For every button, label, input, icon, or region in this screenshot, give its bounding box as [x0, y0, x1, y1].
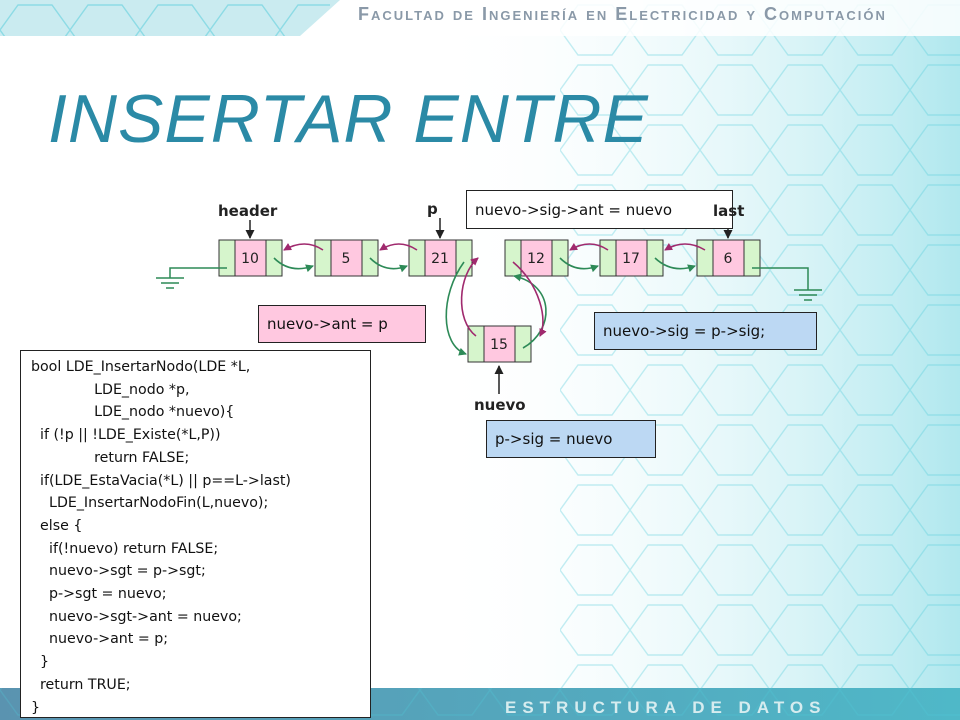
code-line: bool LDE_InsertarNodo(LDE *L, — [31, 359, 251, 375]
course-footer: ESTRUCTURA DE DATOS — [505, 698, 827, 717]
annotation-text: nuevo->ant = p — [267, 315, 388, 333]
node-value: 10 — [241, 251, 259, 267]
code-line: } — [31, 654, 50, 671]
header-label: header — [218, 202, 278, 220]
annotation-psig-nuevo: p->sig = nuevo — [486, 420, 656, 458]
new-node-value: 15 — [490, 337, 508, 353]
list-node-6 — [696, 239, 761, 277]
null-ground-left — [156, 267, 227, 289]
annotation-sig-ant: nuevo->sig->ant = nuevo — [466, 190, 733, 229]
code-line: else { — [31, 517, 83, 534]
annotation-ant-p: nuevo->ant = p — [258, 305, 426, 343]
code-line: return TRUE; — [31, 676, 131, 693]
annotation-sig-psig: nuevo->sig = p->sig; — [594, 312, 817, 350]
node-value: 12 — [527, 251, 545, 267]
annotation-text: nuevo->sig = p->sig; — [603, 322, 766, 340]
nuevo-label: nuevo — [474, 396, 526, 414]
next-pointers — [273, 257, 696, 356]
node-value: 6 — [724, 251, 733, 267]
null-ground-right — [752, 267, 822, 301]
code-line: nuevo->sgt = p->sgt; — [31, 563, 206, 580]
annotation-text: nuevo->sig->ant = nuevo — [475, 200, 673, 219]
code-line: if(!nuevo) return FALSE; — [31, 540, 219, 557]
code-line: if(LDE_EstaVacia(*L) || p==L->last) — [31, 472, 291, 489]
faculty-header: Facultad de Ingeniería en Electricidad y… — [358, 4, 887, 24]
code-line: return FALSE; — [31, 449, 190, 466]
code-listing: bool LDE_InsertarNodo(LDE *L, LDE_nodo *… — [20, 350, 371, 718]
prev-pointers — [283, 242, 706, 337]
p-label: p — [427, 200, 438, 218]
code-line: LDE_nodo *nuevo){ — [31, 404, 235, 421]
list-node-4 — [504, 239, 569, 277]
code-line: LDE_nodo *p, — [31, 381, 190, 398]
code-line: } — [31, 699, 41, 716]
node-value: 21 — [431, 251, 449, 267]
slide-title: INSERTAR ENTRE — [48, 81, 649, 157]
last-label: last — [713, 202, 745, 220]
annotation-text: p->sig = nuevo — [495, 430, 613, 448]
code-line: p->sgt = nuevo; — [31, 586, 167, 603]
code-line: if (!p || !LDE_Existe(*L,P)) — [31, 427, 221, 444]
code-line: nuevo->sgt->ant = nuevo; — [31, 608, 242, 625]
code-line: LDE_InsertarNodoFin(L,nuevo); — [31, 495, 269, 512]
node-value: 17 — [622, 251, 640, 267]
node-value: 5 — [342, 251, 351, 267]
new-node — [467, 325, 532, 363]
code-line: nuevo->ant = p; — [31, 631, 169, 648]
